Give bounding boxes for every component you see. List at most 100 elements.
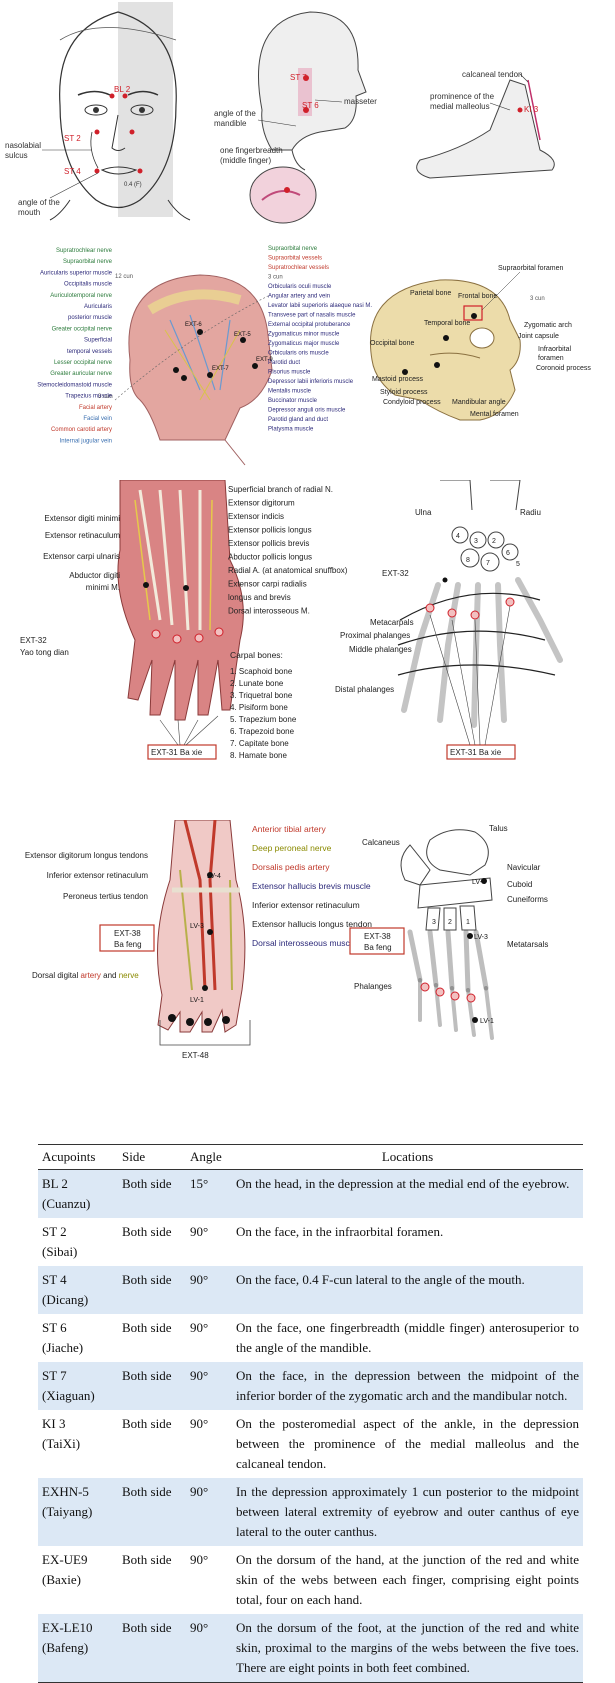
st7-point-marker bbox=[303, 75, 309, 81]
label-middle-phalanges: Middle phalanges bbox=[349, 645, 412, 654]
label-prominence-1: prominence of the bbox=[430, 92, 495, 101]
skull-illustration: Temporal bone Parietal bone Frontal bone… bbox=[370, 265, 591, 421]
acupoint-code: EX-UE9 bbox=[42, 1552, 88, 1567]
foot-right-labels-item: Extensor hallucis longus tendon bbox=[252, 919, 372, 929]
head-right-labels-item: Parotid duct bbox=[268, 360, 300, 366]
label-fingerbreadth-2: (middle finger) bbox=[220, 156, 271, 165]
head-right-labels-item: External occipital protuberance bbox=[268, 322, 351, 328]
label-ext5: EXT-5 bbox=[234, 332, 251, 338]
hand-left-label: Yao tong dian bbox=[20, 648, 69, 657]
hand-bones-illustration: 4 3 2 8 7 6 5 Ulna Radiu EXT-32 Metacarp… bbox=[335, 480, 563, 728]
carpal-item: 4. Pisiform bone bbox=[230, 703, 288, 712]
head-right-labels-item: Orbicularis oris muscle bbox=[268, 351, 329, 357]
face-jaw-ankle-figure: BL 2 ST 2 ST 4 0.4 (F) nasolabial sulcus… bbox=[5, 2, 555, 224]
carpal-item: 7. Capitate bone bbox=[230, 739, 289, 748]
label-proximal-phalanges: Proximal phalanges bbox=[340, 631, 410, 640]
cell-angle: 90° bbox=[190, 1320, 209, 1335]
label-lv4-bone: LV-4 bbox=[472, 879, 486, 886]
foot-right-labels-item: Inferior extensor retinaculum bbox=[252, 900, 360, 910]
svg-text:6: 6 bbox=[506, 550, 510, 557]
label-dorsal-digital: Dorsal digital artery and nerve bbox=[32, 971, 139, 980]
hand-anatomy-figure: Superficial branch of radial N.Extensor … bbox=[20, 480, 563, 760]
head-left-labels-item: Trapezius muscle bbox=[65, 394, 112, 400]
carpal-title: Carpal bones: bbox=[230, 650, 283, 660]
label-ext6: EXT-6 bbox=[185, 322, 202, 328]
hand-box-label-1: EXT-31 Ba xie bbox=[147, 715, 219, 760]
cell-angle: 15° bbox=[186, 1169, 232, 1218]
cell-angle: 90° bbox=[186, 1266, 232, 1314]
head-right-labels-item: Angular artery and vein bbox=[268, 294, 330, 300]
hand-left-label: EXT-32 bbox=[20, 636, 47, 645]
carpal-item: 6. Trapezoid bone bbox=[230, 727, 295, 736]
cell-location: On the dorsum of the hand, at the juncti… bbox=[236, 1552, 579, 1607]
label-calcaneus: Calcaneus bbox=[362, 838, 400, 847]
head-right-labels-item: Depressor anguli oris muscle bbox=[268, 408, 346, 414]
label-navicular: Navicular bbox=[507, 863, 541, 872]
svg-text:8: 8 bbox=[466, 557, 470, 564]
label-lv3-bone: LV-3 bbox=[474, 934, 488, 941]
cell-acupoint: KI 3(TaiXi) bbox=[38, 1410, 118, 1478]
label-distance: 0.4 (F) bbox=[124, 182, 142, 188]
svg-text:EXT-38: EXT-38 bbox=[364, 932, 391, 941]
label-ext9: EXT-9 bbox=[256, 357, 273, 363]
label-st2: ST 2 bbox=[64, 134, 81, 143]
label-angle-mouth-2: mouth bbox=[18, 208, 40, 217]
label-talus: Talus bbox=[489, 824, 508, 833]
cell-location: On the face, one fingerbreadth (middle f… bbox=[236, 1320, 579, 1355]
cell-acupoint: ST 7(Xiaguan) bbox=[38, 1362, 118, 1410]
label-styloid-process: Styloid process bbox=[380, 389, 428, 396]
label-mastoid-process: Mastoid process bbox=[372, 376, 423, 383]
svg-text:1: 1 bbox=[466, 919, 470, 926]
hand-center-labels-item: Extensor digitorum bbox=[228, 499, 295, 508]
cell-location: On the posteromedial aspect of the ankle… bbox=[236, 1416, 579, 1471]
bl2-point-marker bbox=[109, 93, 115, 99]
cell-angle: 90° bbox=[186, 1478, 232, 1546]
label-cuboid: Cuboid bbox=[507, 880, 532, 889]
acupoint-code: EXHN-5 bbox=[42, 1484, 89, 1499]
label-coronoid-process: Coronoid process bbox=[536, 365, 591, 372]
foot-left-label: Extensor digitorum longus tendons bbox=[25, 851, 148, 860]
cell-angle: 90° bbox=[186, 1614, 232, 1683]
head-right-labels-item: Zygomaticus major muscle bbox=[268, 341, 340, 347]
cell-location: On the dorsum of the foot, at the juncti… bbox=[232, 1614, 583, 1683]
acupoint-code: BL 2 bbox=[42, 1176, 68, 1191]
label-lv4-muscle: LV-4 bbox=[207, 873, 221, 880]
head-left-labels-item: Superficial bbox=[84, 338, 112, 344]
head-anatomy-figure: EXT-6 EXT-5 EXT-7 EXT-9 12 cun 3 cun Sup… bbox=[37, 246, 591, 466]
head-right-labels-item: Platysma muscle bbox=[268, 427, 314, 433]
hand-center-labels: Superficial branch of radial N.Extensor … bbox=[228, 485, 348, 616]
hand-left-label: minimi M. bbox=[86, 583, 120, 592]
cell-acupoint: EX-UE9(Baxie) bbox=[38, 1546, 118, 1614]
head-left-labels-item: Supraorbital nerve bbox=[63, 259, 113, 265]
label-nasolabial-2: sulcus bbox=[5, 151, 28, 160]
label-ki3: KI 3 bbox=[524, 105, 539, 114]
st4-point-marker bbox=[94, 168, 100, 174]
cell-location: In the depression approximately 1 cun po… bbox=[232, 1478, 583, 1546]
svg-text:EXT-38: EXT-38 bbox=[114, 929, 141, 938]
header-angle: Angle bbox=[186, 1144, 232, 1170]
cell-side: Both side bbox=[122, 1416, 172, 1431]
acupoint-name: (Bafeng) bbox=[42, 1640, 89, 1655]
acupoint-name: (Cuanzu) bbox=[42, 1196, 91, 1211]
acupoint-code: KI 3 bbox=[42, 1416, 66, 1431]
hand-left-label: Abductor digiti bbox=[69, 571, 120, 580]
label-ext7: EXT-7 bbox=[212, 366, 229, 372]
label-occipital-bone: Occipital bone bbox=[370, 340, 414, 347]
cell-side: Both side bbox=[118, 1614, 186, 1683]
header-acupoints: Acupoints bbox=[38, 1144, 118, 1170]
label-cuneiforms: Cuneiforms bbox=[507, 895, 548, 904]
foot-anatomy-figure: LV-4 LV-3 LV-1 EXT-48 Anterior tibial ar… bbox=[25, 820, 548, 1060]
label-condyloid-process: Condyloid process bbox=[383, 399, 441, 406]
hand-center-labels-item: Extensor carpi radialis bbox=[228, 580, 307, 589]
cell-acupoint: ST 6(Jiache) bbox=[38, 1314, 118, 1362]
label-12-cun: 12 cun bbox=[115, 274, 133, 280]
head-left-labels-item: Facial vein bbox=[83, 416, 112, 422]
cell-angle: 90° bbox=[190, 1552, 209, 1567]
svg-text:Ba feng: Ba feng bbox=[114, 940, 142, 949]
label-masseter: masseter bbox=[344, 97, 377, 106]
label-distal-phalanges: Distal phalanges bbox=[335, 685, 394, 694]
